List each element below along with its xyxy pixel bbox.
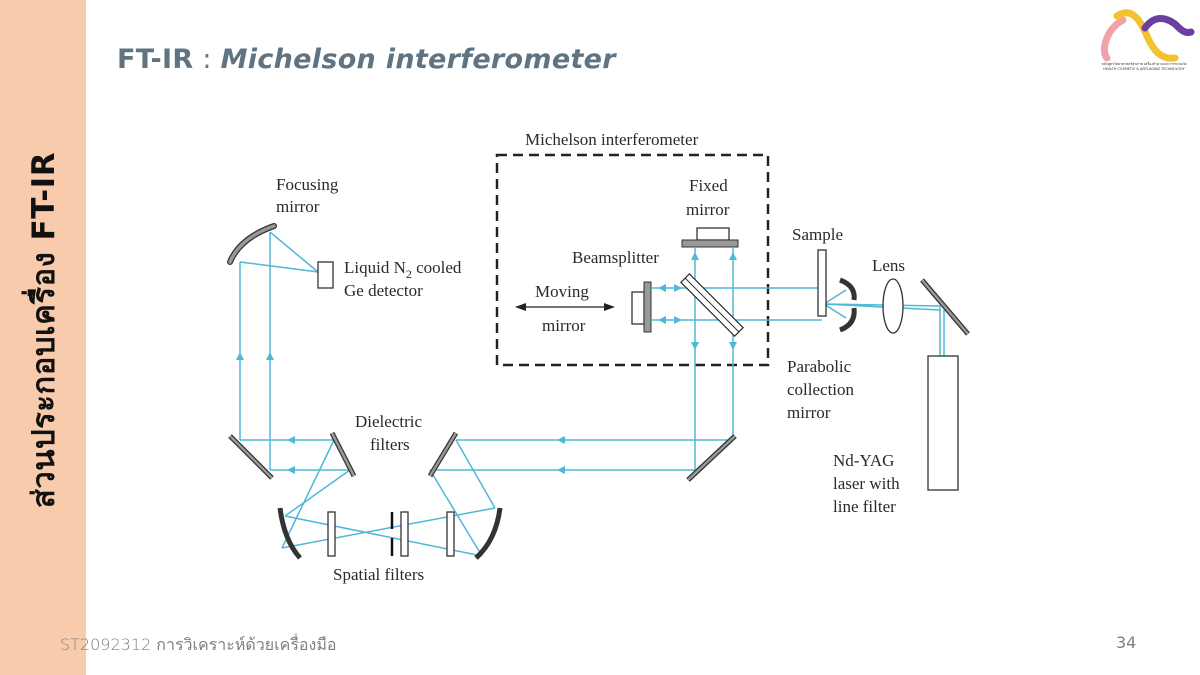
beam-df-left-1 xyxy=(284,469,351,517)
label-focusing-2: mirror xyxy=(276,197,320,216)
title-prefix: FT-IR xyxy=(117,44,194,75)
moving-arrow-left xyxy=(515,303,526,311)
label-detector-1: Liquid N2 cooled xyxy=(344,258,462,281)
bottom-left-mirror-fill xyxy=(229,435,273,479)
beamsplitter xyxy=(679,272,745,338)
label-moving-1: Moving xyxy=(535,282,589,301)
fixed-mirror xyxy=(681,239,739,248)
curved-mirror-bottom-right xyxy=(474,507,503,560)
label-parabolic-1: Parabolic xyxy=(787,357,852,376)
arrow-moving-2 xyxy=(658,316,666,324)
label-parabolic-2: collection xyxy=(787,380,855,399)
logo-text: หลักสูตรวิทยาศาสตร์สุขภาพ เครื่องสำอางแล… xyxy=(1098,62,1190,71)
arrow-bottom-upper xyxy=(557,436,565,444)
label-fixed-1: Fixed xyxy=(689,176,728,195)
sample xyxy=(817,249,827,317)
label-parabolic-3: mirror xyxy=(787,403,831,422)
label-beamsplitter: Beamsplitter xyxy=(572,248,659,267)
spatial-filter-2 xyxy=(400,511,409,557)
ge-detector xyxy=(317,261,334,289)
label-michelson: Michelson interferometer xyxy=(525,130,699,149)
bottom-right-mirror-fill xyxy=(687,435,736,481)
beam-focus-2 xyxy=(269,231,319,273)
label-lens: Lens xyxy=(872,256,905,275)
laser-mirror-fill xyxy=(921,279,969,335)
arrow-moving-3 xyxy=(674,284,682,292)
logo-pink-arc xyxy=(1100,16,1127,62)
curved-mirror-bottom-left xyxy=(277,507,302,560)
label-moving-2: mirror xyxy=(542,316,586,335)
label-dielectric-2: filters xyxy=(370,435,410,454)
label-detector-2: Ge detector xyxy=(344,281,423,300)
logo-icon xyxy=(1100,9,1195,62)
arrow-up-2 xyxy=(266,352,274,360)
fixed-mirror-base xyxy=(696,227,730,241)
label-sample: Sample xyxy=(792,225,843,244)
label-laser-1: Nd-YAG xyxy=(833,451,894,470)
arrow-down-left xyxy=(691,342,699,350)
beam-focus-1 xyxy=(239,261,319,273)
slide-title: FT-IR : Michelson interferometer xyxy=(117,44,616,75)
michelson-box xyxy=(495,153,770,367)
footer-course: ST2092312 การวิเคราะห์ด้วยเครื่องมือ xyxy=(60,635,337,654)
beam-arrows xyxy=(236,252,737,474)
arrow-down-right xyxy=(729,342,737,350)
moving-mirror-base xyxy=(631,291,645,325)
logo-yellow-swoosh xyxy=(1113,9,1179,62)
title-separator: : xyxy=(193,44,221,75)
nd-yag-laser xyxy=(927,355,959,491)
beam-df-right-1 xyxy=(455,439,496,509)
label-dielectric-1: Dielectric xyxy=(355,412,422,431)
arrow-moving-1 xyxy=(658,284,666,292)
moving-arrow-right xyxy=(604,303,615,311)
spatial-filter-3 xyxy=(446,511,455,557)
lens xyxy=(882,278,904,334)
focusing-mirror-fill xyxy=(228,224,276,264)
label-laser-2: laser with xyxy=(833,474,900,493)
logo-text-english: HEALTH COSMETIC & ANTI-AGING TECHNOLOGY xyxy=(1103,66,1185,71)
beam-df-left-2 xyxy=(281,439,335,549)
beam-parabolic-1 xyxy=(823,289,847,305)
logo-purple-swoosh xyxy=(1141,15,1195,36)
moving-mirror xyxy=(643,281,652,333)
arrow-up-1 xyxy=(236,352,244,360)
arrow-moving-4 xyxy=(674,316,682,324)
arrow-fixed-right xyxy=(729,252,737,260)
beam-spatial-1 xyxy=(281,507,496,549)
parabolic-mirror-top xyxy=(839,277,857,301)
page-number: 34 xyxy=(1116,633,1137,652)
spatial-filter-1 xyxy=(327,511,336,557)
label-focusing-1: Focusing xyxy=(276,175,339,194)
arrow-left-lower xyxy=(287,466,295,474)
label-spatial: Spatial filters xyxy=(333,565,424,584)
title-main: Michelson interferometer xyxy=(220,44,616,75)
arrow-bottom-lower xyxy=(557,466,565,474)
beam-sample-lens-2 xyxy=(823,303,941,311)
label-laser-3: line filter xyxy=(833,497,896,516)
dielectric-filter-right-fill xyxy=(428,432,458,477)
beam-parabolic-2 xyxy=(823,303,847,319)
arrow-left-upper xyxy=(287,436,295,444)
sidebar: ส่วนประกอบเครื่อง FT-IR xyxy=(0,0,86,675)
beam-df-right-2 xyxy=(429,469,483,557)
label-fixed-2: mirror xyxy=(686,200,730,219)
dielectric-filter-left-fill xyxy=(330,432,356,477)
logo-text-thai: หลักสูตรวิทยาศาสตร์สุขภาพ เครื่องสำอางแล… xyxy=(1101,62,1187,66)
focusing-mirror xyxy=(227,223,277,265)
arrow-fixed-left xyxy=(691,252,699,260)
parabolic-mirror-bottom xyxy=(839,307,857,333)
